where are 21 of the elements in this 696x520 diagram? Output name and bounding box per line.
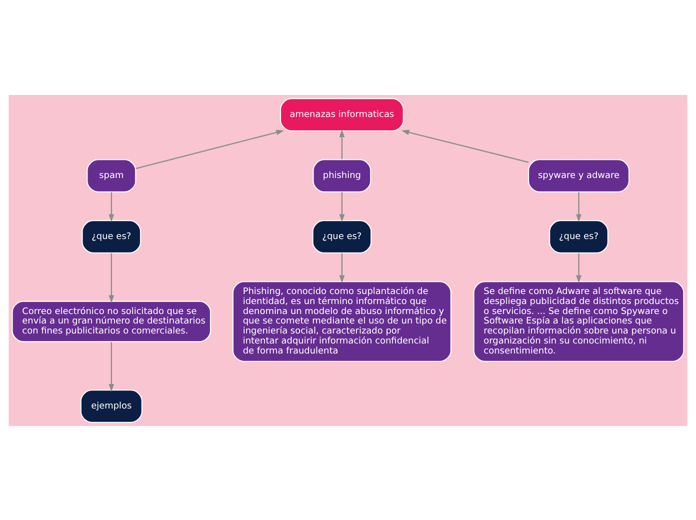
arrow xyxy=(576,252,582,283)
arrow xyxy=(108,342,114,392)
node-box: ¿que es? xyxy=(82,220,142,253)
node-box: spyware y adware xyxy=(528,158,630,192)
arrow xyxy=(339,252,345,283)
node-box: ¿que es? xyxy=(312,220,372,253)
arrow xyxy=(136,129,284,169)
node-box: ¿que es? xyxy=(549,220,608,253)
arrow xyxy=(339,128,345,159)
node-box: phishing xyxy=(312,158,372,192)
node-box: amenazas informaticas xyxy=(280,98,404,131)
arrow xyxy=(576,192,582,222)
arrow xyxy=(402,129,529,162)
arrow xyxy=(339,192,345,222)
node-box: Correo electrónico no solicitado que se envía a un gran número de destinatarios con fines publicitarios o comerciales. xyxy=(12,300,212,342)
arrow xyxy=(108,252,114,303)
node-box: spam xyxy=(86,158,136,192)
node-box: Phishing, conocido como suplantación de identidad, es un término informático que denomina un modelo de abuso informático y que se comete mediante el uso de un tipo de ingeniería social, caracterizado por intentar adquirir información confidencial de forma fraudulenta xyxy=(232,280,452,362)
node-box: Se define como Adware al software que despliega publicidad de distintos productos o servicios. ... Se define como Spyware o Software Espía a las aplicaciones que recopilan información sobre una persona u organización sin su conocimiento, ni consentimiento. xyxy=(473,280,684,362)
arrow xyxy=(108,192,114,222)
node-box: ejemplos xyxy=(80,389,142,422)
